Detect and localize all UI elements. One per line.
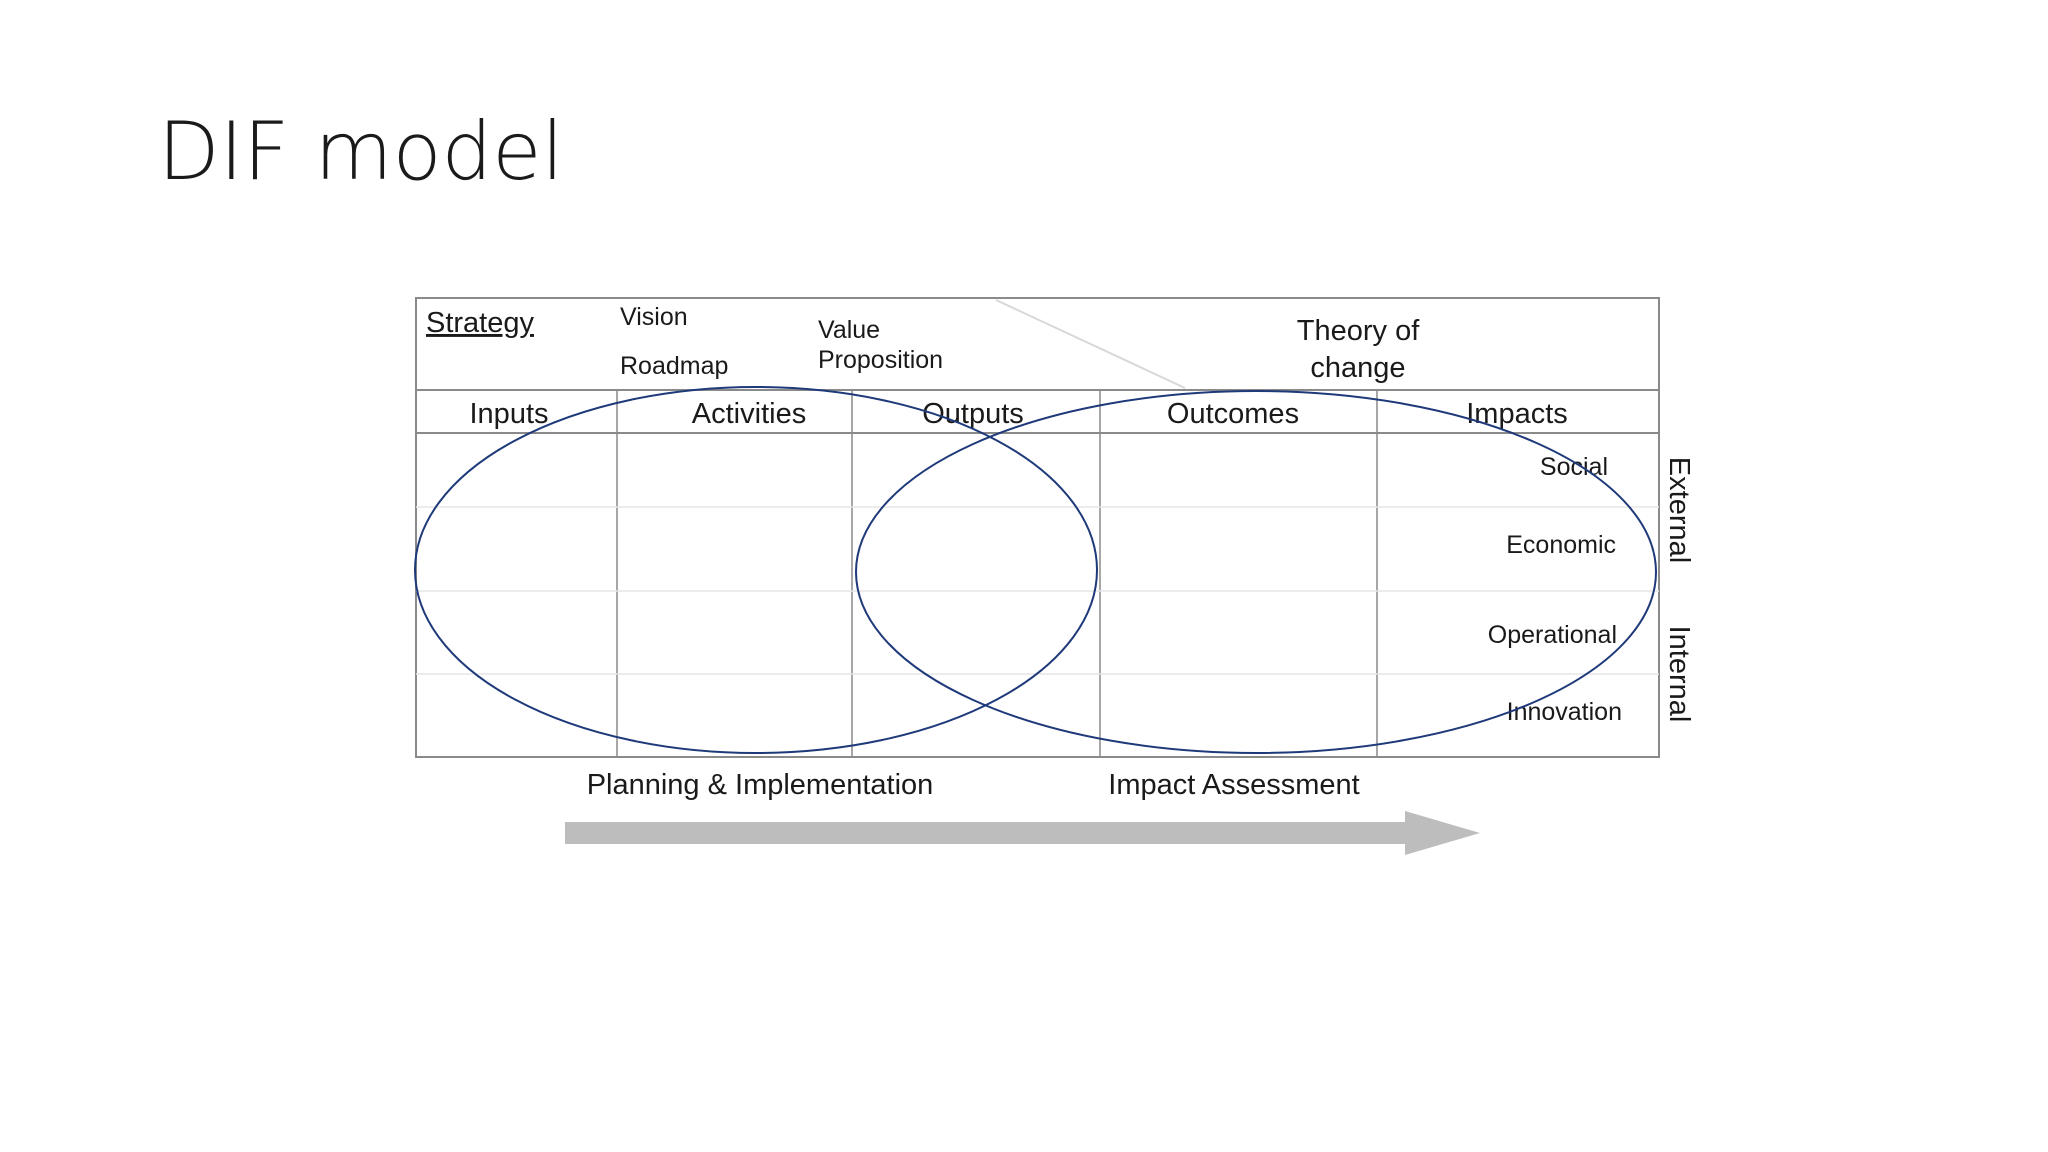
header-diagonal	[995, 299, 1186, 389]
column-header-outputs: Outputs	[922, 398, 1024, 430]
column-header-outcomes: Outcomes	[1167, 398, 1299, 430]
impact-row-innovation: Innovation	[1507, 698, 1622, 726]
side-label-internal: Internal	[1663, 626, 1695, 723]
theory-of-label: Theory of	[1297, 315, 1420, 347]
column-header-impacts: Impacts	[1466, 398, 1568, 430]
diagram-frame	[415, 297, 1660, 758]
vision-label: Vision	[620, 303, 688, 331]
column-header-inputs: Inputs	[470, 398, 549, 430]
impact-row-economic: Economic	[1506, 531, 1616, 559]
strategy-label: Strategy	[426, 307, 534, 339]
impact-row-operational: Operational	[1488, 621, 1617, 649]
column-header-activities: Activities	[692, 398, 806, 430]
proposition-label: Proposition	[818, 346, 943, 374]
change-label: change	[1310, 352, 1405, 384]
phase-impact-assessment: Impact Assessment	[1108, 769, 1359, 801]
assessment-ellipse	[855, 390, 1657, 754]
planning-ellipse	[414, 386, 1098, 754]
roadmap-label: Roadmap	[620, 352, 728, 380]
phase-planning-implementation: Planning & Implementation	[587, 769, 934, 801]
slide-title: DIF model	[158, 105, 564, 198]
side-label-external: External	[1663, 457, 1695, 563]
progress-arrow	[565, 811, 1480, 855]
value-label: Value	[818, 316, 880, 344]
